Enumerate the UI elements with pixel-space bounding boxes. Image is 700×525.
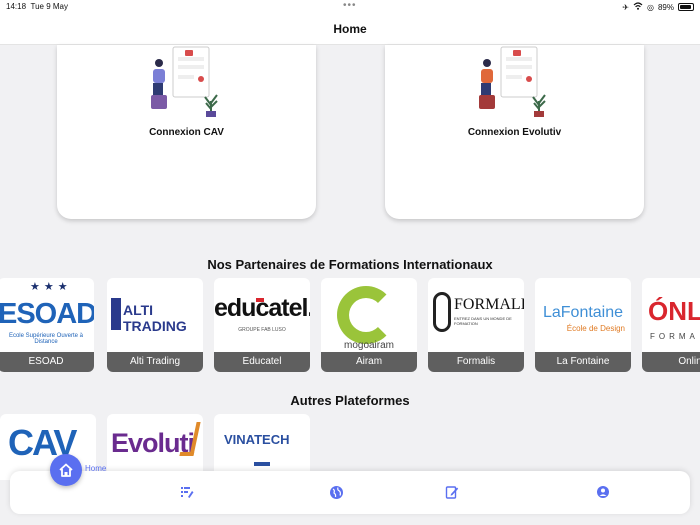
login-illustration <box>479 46 546 117</box>
tab-home[interactable] <box>50 454 82 486</box>
tab-home-label: Home <box>85 464 107 473</box>
wifi-icon <box>633 2 643 12</box>
partner-tile-esoad[interactable]: ★★★ ESOAD Ecole Supérieure Ouverte à Dis… <box>0 278 94 372</box>
battery-icon <box>678 3 694 11</box>
partner-caption: La Fontaine <box>535 352 631 372</box>
partner-tile-la-fontaine[interactable]: LaFontaine École de Design La Fontaine <box>535 278 631 372</box>
partner-caption: Formalis <box>428 352 524 372</box>
tab-edit[interactable] <box>443 483 461 501</box>
status-right: ✈ ◎ 89% <box>622 2 694 12</box>
partner-tile-airam[interactable]: mogoairam Airam <box>321 278 417 372</box>
partner-caption: Onlin <box>642 352 700 372</box>
vinatech-logo: VINATECH <box>224 432 290 447</box>
tab-courses[interactable] <box>178 483 196 501</box>
status-bar: 14:18 Tue 9 May ••• ✈ ◎ 89% <box>0 0 700 14</box>
platform-tile-evolutiv[interactable]: Evoluti <box>107 414 203 480</box>
navigation-bar: Home <box>0 14 700 45</box>
partner-tile-alti-trading[interactable]: ALTI TRADING Alti Trading <box>107 278 203 372</box>
la-fontaine-logo: LaFontaine École de Design <box>542 304 625 333</box>
multitask-dots[interactable]: ••• <box>343 0 357 11</box>
edit-note-icon <box>445 486 459 499</box>
airam-logo: mogoairam <box>321 278 417 352</box>
partner-tile-formalis[interactable]: FORMALIS ENTREZ DANS UN MONDE DE FORMATI… <box>428 278 524 372</box>
esoad-logo: ★★★ ESOAD Ecole Supérieure Ouverte à Dis… <box>0 281 94 345</box>
onlin-logo: ÓNLI FORMA <box>648 296 700 341</box>
connexion-cav-label: Connexion CAV <box>149 127 224 138</box>
battery-percent: 89% <box>657 2 674 12</box>
partner-caption: Alti Trading <box>107 352 203 372</box>
alti-trading-logo: ALTI TRADING <box>107 278 203 352</box>
tab-explore[interactable] <box>327 483 345 501</box>
partner-tile-onlin[interactable]: ÓNLI FORMA Onlin <box>642 278 700 372</box>
status-time: 14:18 Tue 9 May <box>6 2 68 11</box>
other-platforms-title: Autres Plateformes <box>290 393 410 408</box>
airplane-icon: ✈ <box>622 2 629 12</box>
partners-carousel[interactable]: ★★★ ESOAD Ecole Supérieure Ouverte à Dis… <box>0 278 700 373</box>
educatel-logo: educatel. GROUPE FAB LUSO <box>214 294 310 333</box>
user-circle-icon <box>597 486 609 498</box>
list-edit-icon <box>181 487 194 498</box>
formalis-logo: FORMALIS ENTREZ DANS UN MONDE DE FORMATI… <box>428 278 524 352</box>
partner-tile-educatel[interactable]: educatel. GROUPE FAB LUSO Educatel <box>214 278 310 372</box>
connexion-evolutiv-label: Connexion Evolutiv <box>467 127 562 138</box>
page-title: Home <box>333 22 367 36</box>
partner-caption: ESOAD <box>0 352 94 372</box>
platform-tile-vinatech[interactable]: VINATECH <box>214 414 310 480</box>
location-icon: ◎ <box>647 2 654 12</box>
globe-icon <box>329 485 343 499</box>
partner-caption: Educatel <box>214 352 310 372</box>
evolutiv-logo: Evoluti <box>111 428 195 458</box>
partner-caption: Airam <box>321 352 417 372</box>
bottom-tab-bar: Home <box>10 454 690 514</box>
home-icon <box>59 463 73 477</box>
partners-section-title: Nos Partenaires de Formations Internatio… <box>207 257 493 272</box>
connexion-evolutiv-card[interactable]: Connexion Evolutiv <box>385 45 644 219</box>
login-illustration <box>151 46 218 117</box>
tab-profile[interactable] <box>594 483 612 501</box>
connexion-cav-card[interactable]: Connexion CAV <box>57 45 316 219</box>
